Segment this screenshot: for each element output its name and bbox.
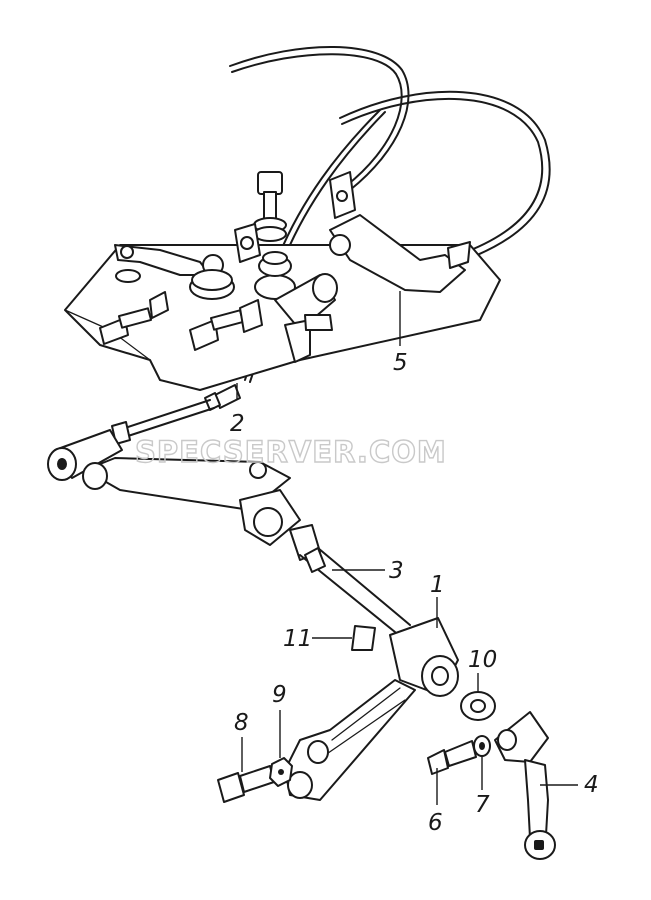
watermark-text: SPECSERVER.COM [135, 435, 447, 469]
callout-8: 8 [234, 710, 249, 736]
bolt-part-6 [427, 740, 477, 775]
nut-part-9 [269, 757, 293, 787]
callout-4: 4 [584, 772, 599, 798]
key-part-11 [351, 625, 376, 651]
leader-lines [236, 291, 578, 805]
callout-6: 6 [428, 810, 443, 836]
rod-part-2 [111, 384, 241, 445]
shaft-lever [47, 429, 411, 633]
arm-part-4 [494, 711, 556, 860]
callout-11: 11 [283, 626, 312, 652]
callout-1: 1 [430, 572, 445, 598]
callout-3: 3 [389, 558, 404, 584]
cable-clamp [274, 273, 338, 363]
bolt-part-8 [217, 765, 275, 803]
callout-9: 9 [272, 682, 287, 708]
callout-5: 5 [393, 350, 408, 376]
callout-7: 7 [475, 792, 490, 818]
callout-2: 2 [230, 411, 245, 437]
lever-part-1 [284, 617, 459, 801]
callout-10: 10 [468, 647, 497, 673]
washer-part-10 [460, 691, 496, 721]
lock-washer-part-7 [473, 735, 491, 757]
bracket-part-5 [329, 171, 471, 293]
